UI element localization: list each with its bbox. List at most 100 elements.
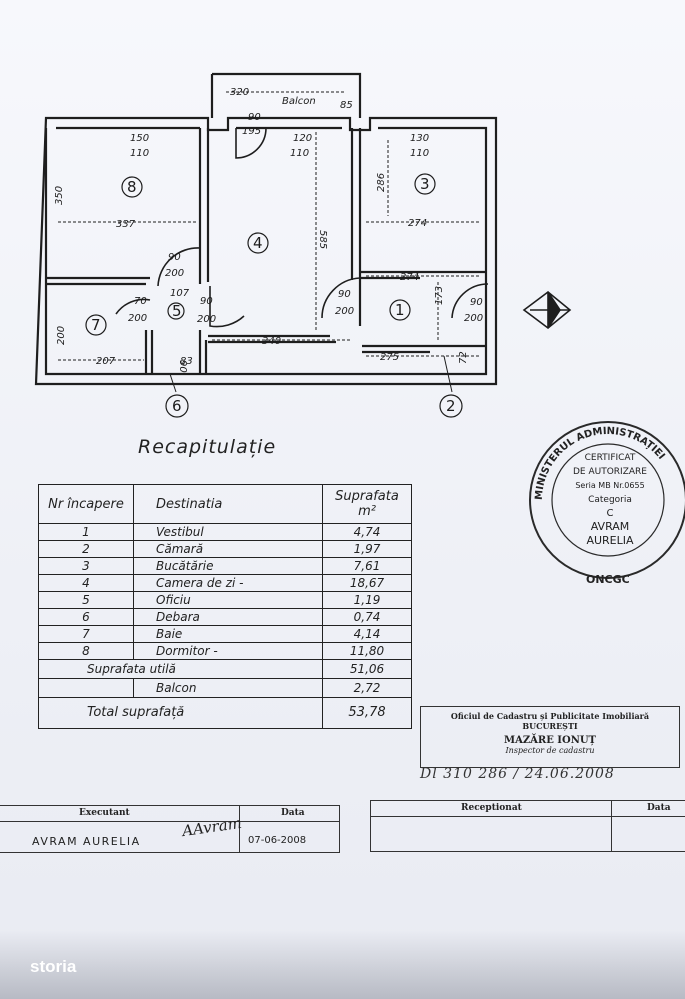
- row-dest: Cămară: [133, 540, 323, 558]
- data2-header: Data: [647, 803, 671, 813]
- storia-watermark: storia: [30, 957, 77, 976]
- dim-d2-a: 90: [470, 297, 483, 308]
- dim-r8-height: 350: [54, 186, 65, 205]
- executant-box: Executant Data: [0, 805, 340, 853]
- stamp-line3: Seria MB Nr.0655: [575, 481, 644, 490]
- row-sup: 0,74: [322, 608, 412, 626]
- row-sup: 18,67: [322, 574, 412, 592]
- ocpi-stamp: Oficiul de Cadastru și Publicitate Imobi…: [420, 706, 680, 768]
- col-nr-header: Nr încapere: [38, 484, 134, 524]
- util-label: Suprafata utilă: [38, 659, 323, 679]
- executant-date: 07-06-2008: [248, 835, 307, 846]
- stamp-line7: AURELIA: [586, 534, 634, 547]
- ocpi-inspector-title: Inspector de cadastru: [505, 746, 595, 755]
- dim-r6-a: 90: [177, 360, 188, 373]
- row-sup: 11,80: [322, 642, 412, 660]
- recap-title: Recapitulație: [138, 436, 277, 458]
- row-nr: 4: [38, 574, 134, 592]
- room-number-1: 1: [395, 301, 405, 319]
- row-nr: 7: [38, 625, 134, 643]
- balcon-value: 2,72: [322, 678, 412, 698]
- row-dest: Camera de zi -: [133, 574, 323, 592]
- row-sup: 1,19: [322, 591, 412, 609]
- dim-balcon-depth: 85: [340, 100, 353, 111]
- row-dest: Oficiu: [133, 591, 323, 609]
- dim-r2-height: 72: [458, 351, 469, 364]
- room-number-4: 4: [253, 234, 263, 252]
- dim-r7-height: 200: [56, 326, 67, 345]
- watermark-shadow: [0, 930, 685, 999]
- stamp-line4: Categoria: [588, 495, 632, 505]
- dim-d5-b: 90: [200, 296, 213, 307]
- stamp-line5: C: [607, 508, 614, 519]
- total-value: 53,78: [322, 697, 412, 729]
- dim-r8-window-b: 110: [130, 148, 149, 159]
- room-number-8: 8: [127, 178, 137, 196]
- receptionat-header: Receptionat: [461, 803, 522, 813]
- row-dest: Bucătărie: [133, 557, 323, 575]
- recap-header-row: Nr încapere Destinatia Suprafata m²: [38, 484, 412, 524]
- row-sup: 4,14: [322, 625, 412, 643]
- dim-r3-height: 286: [376, 173, 387, 192]
- total-label: Total suprafață: [38, 697, 323, 729]
- dim-r8-width: 337: [116, 219, 136, 230]
- row-dest: Dormitor -: [133, 642, 323, 660]
- dim-r3-window-b: 110: [410, 148, 429, 159]
- dim-r3-window-a: 130: [410, 133, 429, 144]
- dim-r4-window-b: 110: [290, 148, 309, 159]
- row-nr: 6: [38, 608, 134, 626]
- dim-d1-a: 90: [338, 289, 351, 300]
- registration-number: Dl 310 286 / 24.06.2008: [420, 766, 615, 782]
- room-number-5: 5: [172, 302, 182, 320]
- row-nr: 3: [38, 557, 134, 575]
- dim-r7-width: 207: [96, 356, 116, 367]
- dim-door-top: 90: [248, 112, 261, 123]
- row-dest: Debara: [133, 608, 323, 626]
- dim-r2-width: 275: [380, 352, 399, 363]
- dim-balcon-width: 320: [230, 87, 249, 98]
- room-number-6: 6: [172, 397, 182, 415]
- executant-name: AVRAM AURELIA: [32, 835, 141, 848]
- room-number-3: 3: [420, 175, 430, 193]
- executant-header: Executant: [79, 808, 130, 818]
- stamp-ring-bottom: ONCGC: [586, 573, 630, 586]
- row-dest: Baie: [133, 625, 323, 643]
- row-nr: 1: [38, 523, 134, 541]
- col-dest-header: Destinatia: [133, 484, 323, 524]
- dim-r4-height: 585: [317, 230, 328, 249]
- dim-d7-b: 200: [128, 313, 147, 324]
- col-sup-header: Suprafata m²: [322, 484, 412, 524]
- receptionat-box: Receptionat Data: [370, 800, 685, 852]
- dim-door-top2: 195: [242, 126, 261, 137]
- row-sup: 1,97: [322, 540, 412, 558]
- row-dest: Vestibul: [133, 523, 323, 541]
- room-number-2: 2: [446, 397, 456, 415]
- balcon-label: Balcon: [133, 678, 323, 698]
- north-arrow-icon: [522, 290, 572, 330]
- room-number-7: 7: [91, 316, 101, 334]
- dim-d7-a: 70: [134, 296, 147, 307]
- row-nr: 5: [38, 591, 134, 609]
- row-sup: 4,74: [322, 523, 412, 541]
- dim-r3-width: 274: [408, 218, 427, 229]
- dim-r6-b: 83: [180, 356, 193, 367]
- util-value: 51,06: [322, 659, 412, 679]
- ocpi-city: BUCUREȘTI: [522, 721, 578, 731]
- ocpi-inspector-name: MAZĂRE IONUȚ: [504, 735, 596, 746]
- dim-r1-height: 173: [434, 286, 445, 305]
- dim-d2-b: 200: [464, 313, 483, 324]
- ocpi-office: Oficiul de Cadastru și Publicitate Imobi…: [450, 711, 650, 721]
- floor-plan: 8 4 3 1 7 5 6 2 320 Balcon 85 90 195 150…: [34, 72, 572, 418]
- dim-d8-a: 90: [168, 252, 181, 263]
- dim-d1-b: 200: [335, 306, 354, 317]
